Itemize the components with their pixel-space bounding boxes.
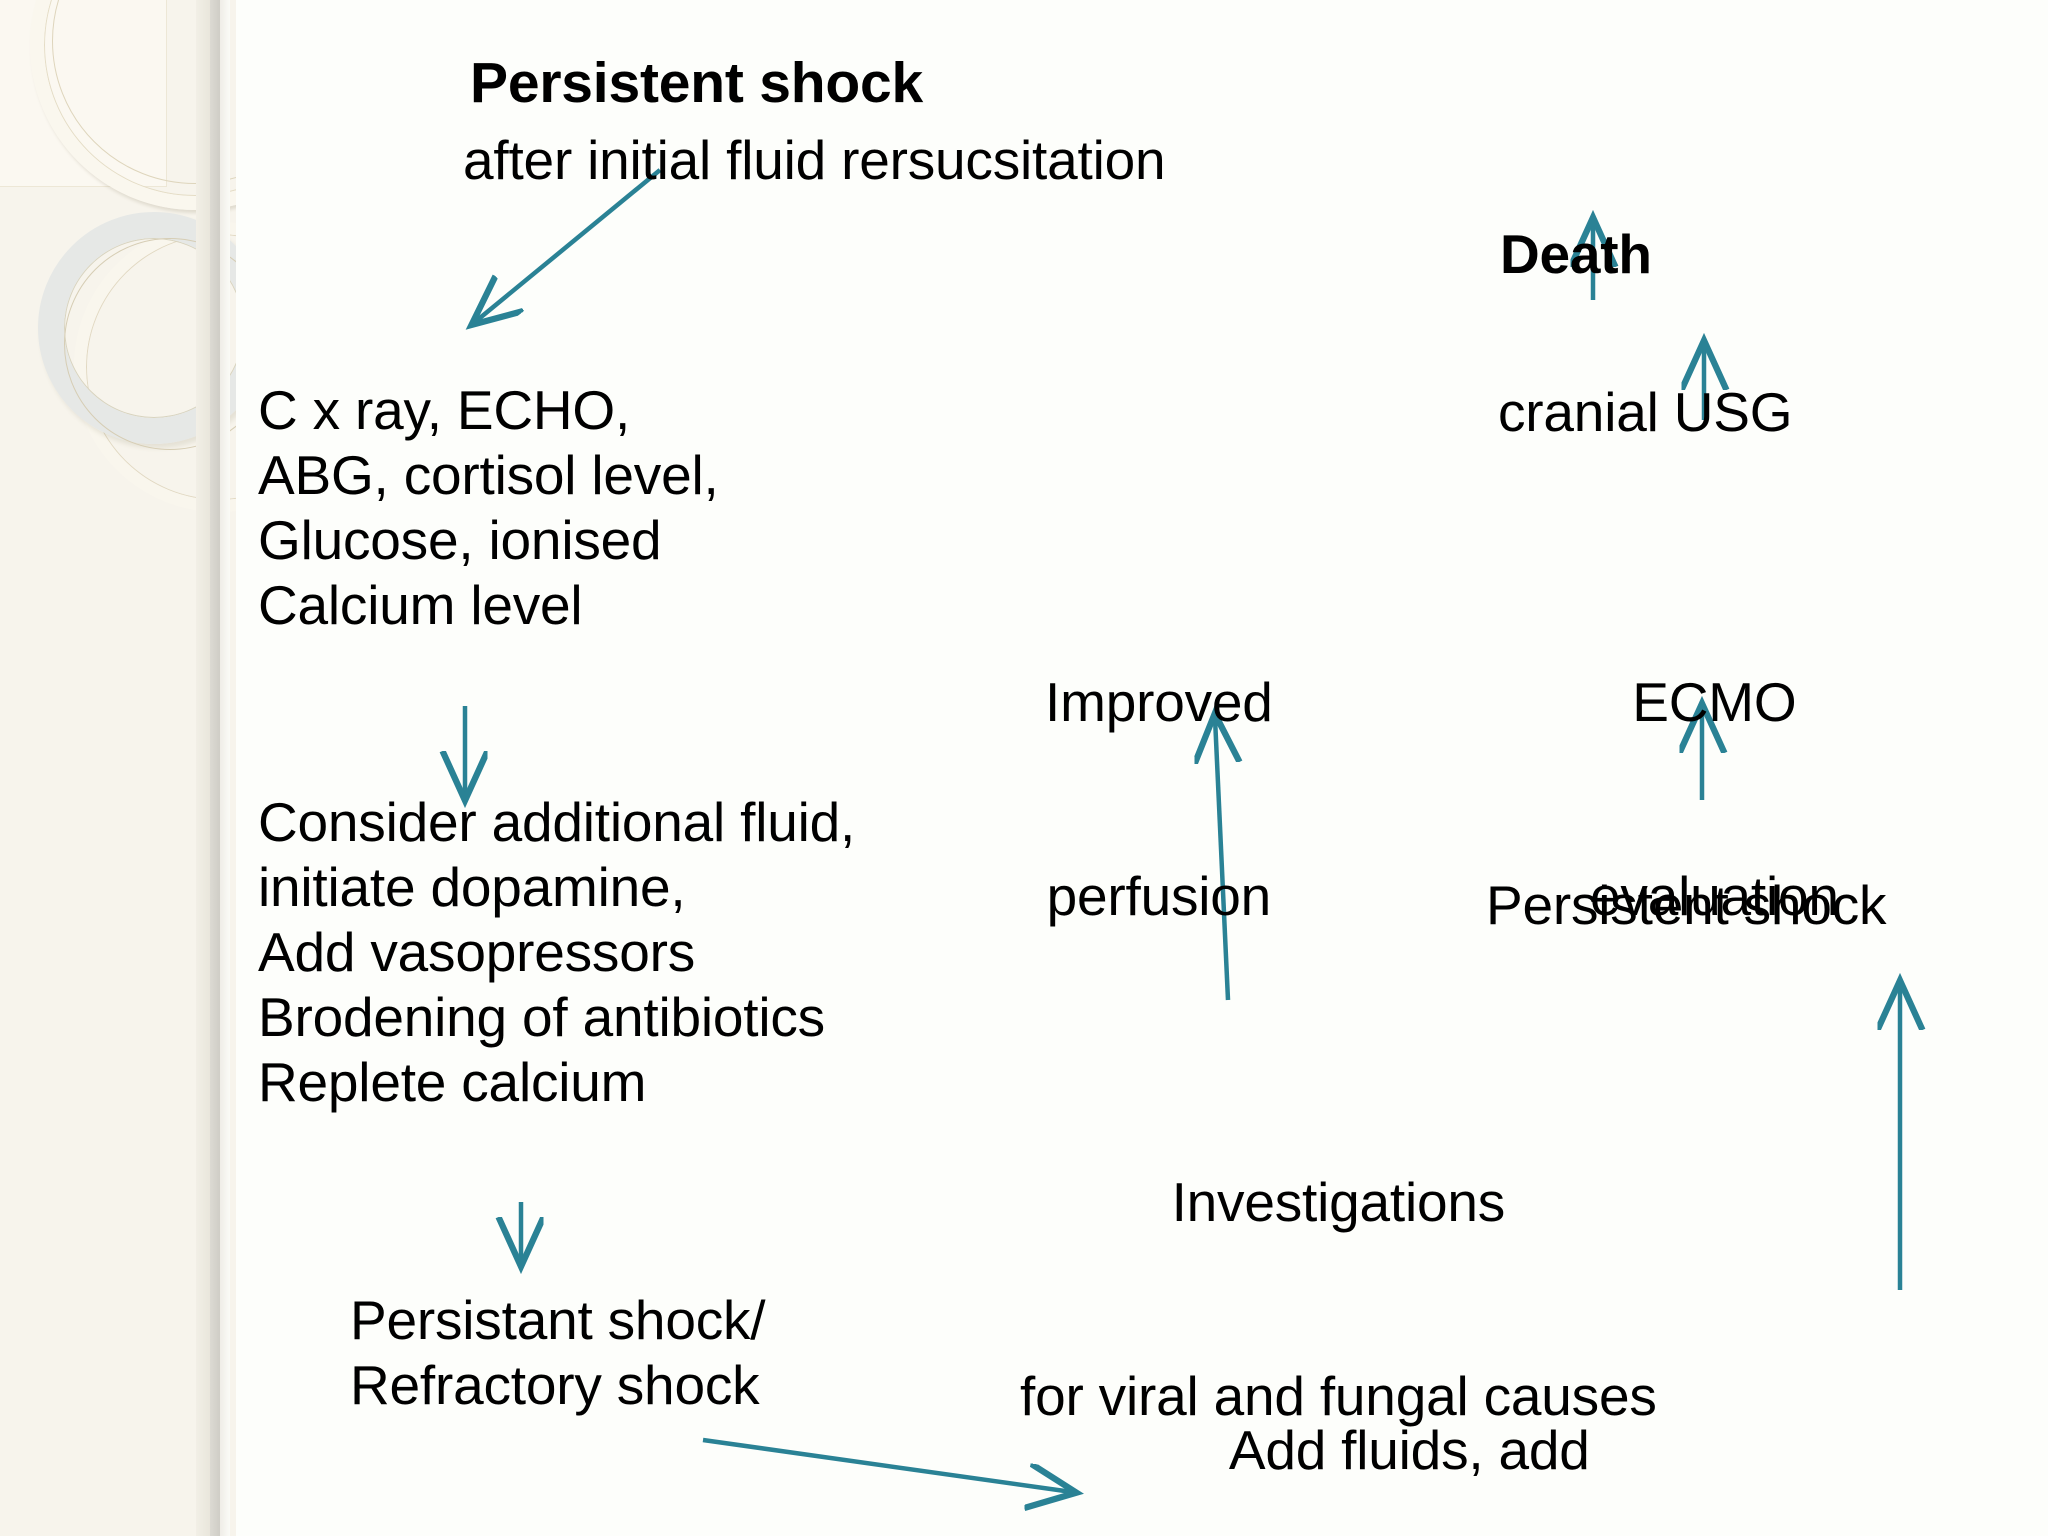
node-death: Death xyxy=(1500,223,1652,285)
node-investigations-viral-fungal-line1: Investigations xyxy=(1171,1170,1506,1233)
node-refractory-shock: Persistant shock/ Refractory shock xyxy=(350,1289,766,1416)
node-persistent-shock-2: Persistent shock xyxy=(1486,874,1887,936)
node-investigations-viral-fungal: Investigations for viral and fungal caus… xyxy=(1020,1040,1657,1536)
node-investigations-initial: C x ray, ECHO, ABG, cortisol level, Gluc… xyxy=(258,379,719,636)
node-ecmo-evaluation: ECMO evaluation xyxy=(1590,540,1839,1059)
node-improved-perfusion: Improved perfusion xyxy=(1045,540,1273,1059)
arrow-refractory-to-addfluids xyxy=(702,1437,1072,1492)
node-add-fluids-line1: Add fluids, add xyxy=(1228,1418,1590,1481)
slide-title-line1: Persistent shock xyxy=(470,51,923,115)
deco-edge-stripe-2 xyxy=(210,0,220,1536)
node-cranial-usg: cranial USG xyxy=(1498,381,1793,443)
node-improved-perfusion-line2: perfusion xyxy=(1046,865,1272,928)
slide-title-line2: after initial fluid rersucsitation xyxy=(463,129,1166,191)
node-investigations-viral-fungal-line2: for viral and fungal causes xyxy=(1020,1365,1657,1428)
node-add-fluids: Add fluids, add vasopressors,add antifun… xyxy=(1068,1288,1751,1536)
node-ecmo-evaluation-line1: ECMO xyxy=(1632,670,1797,733)
deco-edge-stripe-3 xyxy=(220,0,230,1536)
deco-edge-stripe-1 xyxy=(196,0,210,1536)
node-ecmo-evaluation-line2: evaluation xyxy=(1590,865,1839,928)
node-management-plan: Consider additional fluid, initiate dopa… xyxy=(258,791,856,1113)
node-improved-perfusion-line1: Improved xyxy=(1045,670,1273,733)
decorative-left-border xyxy=(0,0,236,1536)
